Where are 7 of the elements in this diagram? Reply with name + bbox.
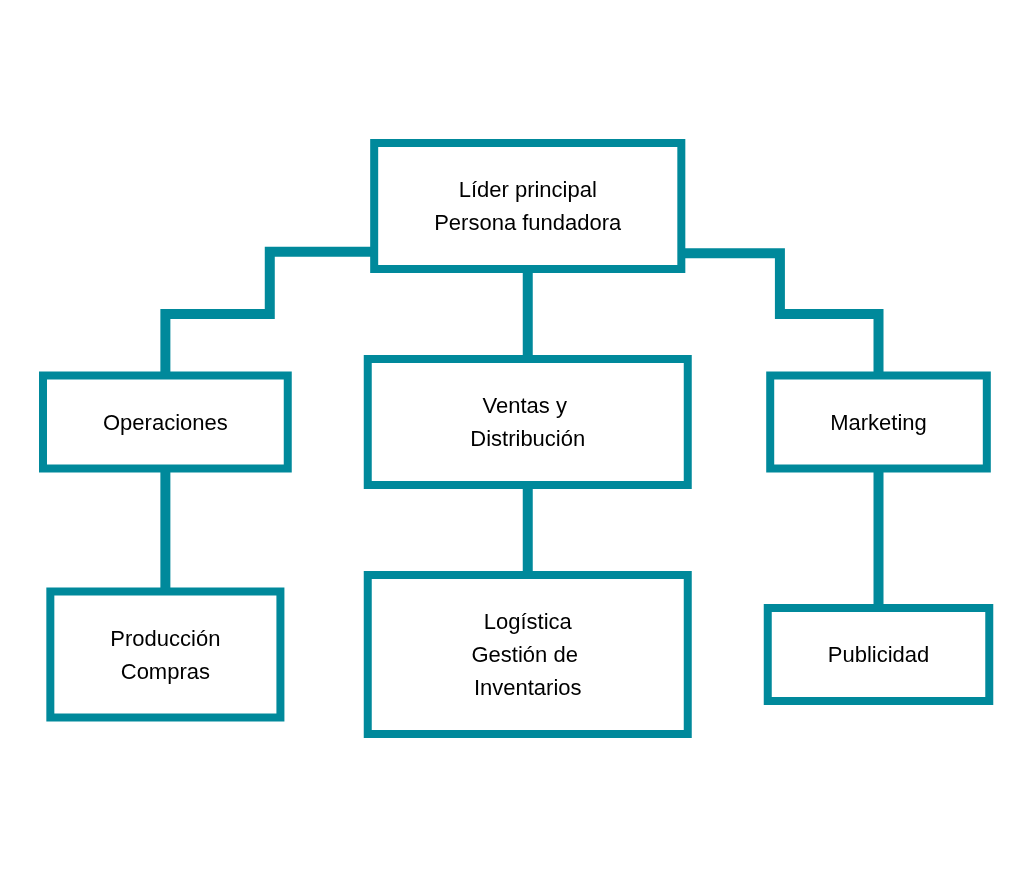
node-box: Producción Compras [46, 587, 285, 722]
node-box: Marketing [766, 371, 991, 473]
node-box: Logística Gestión de Inventarios [363, 571, 692, 738]
node-box: Líder principal Persona fundadora [370, 139, 686, 273]
node-box: Operaciones [38, 371, 292, 473]
node-box: Ventas y Distribución [363, 355, 692, 489]
node-box: Publicidad [763, 604, 994, 705]
